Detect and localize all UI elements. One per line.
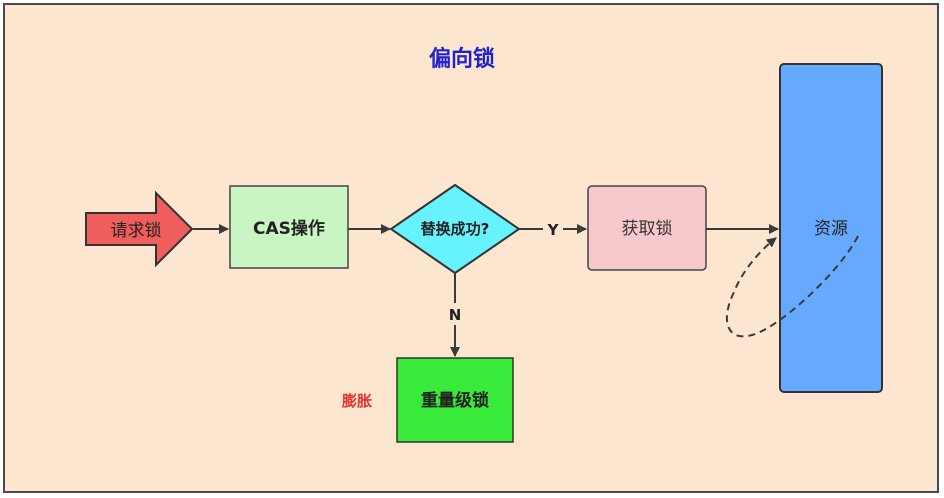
cas-operation-node: CAS操作 [229, 185, 349, 269]
acquire-lock-node: 获取锁 [587, 185, 707, 271]
request-lock-arrow: 请求锁 [85, 190, 194, 268]
edge-no-label: N [449, 306, 462, 324]
resource-label: 资源 [814, 219, 848, 239]
heavyweight-lock-node: 重量级锁 [396, 357, 514, 443]
acquire-label: 获取锁 [622, 219, 673, 239]
heavy-box [396, 357, 514, 443]
edge-no-label-bg [445, 303, 465, 325]
cas-box [229, 185, 349, 269]
request-lock-label: 请求锁 [111, 221, 162, 241]
edge-yes-label: Y [547, 221, 560, 239]
cas-label: CAS操作 [253, 218, 325, 239]
heavy-label: 重量级锁 [421, 390, 489, 411]
decision-label: 替换成功? [421, 220, 490, 238]
resource-box [779, 63, 883, 393]
inflate-annotation: 膨胀 [342, 392, 372, 410]
edge-yes-label-bg [543, 219, 563, 239]
decision-node: 替换成功? [389, 183, 521, 275]
resource-node: 资源 [779, 63, 883, 393]
diagram-title: 偏向锁 [429, 46, 495, 72]
request-arrow-shape [85, 190, 194, 268]
